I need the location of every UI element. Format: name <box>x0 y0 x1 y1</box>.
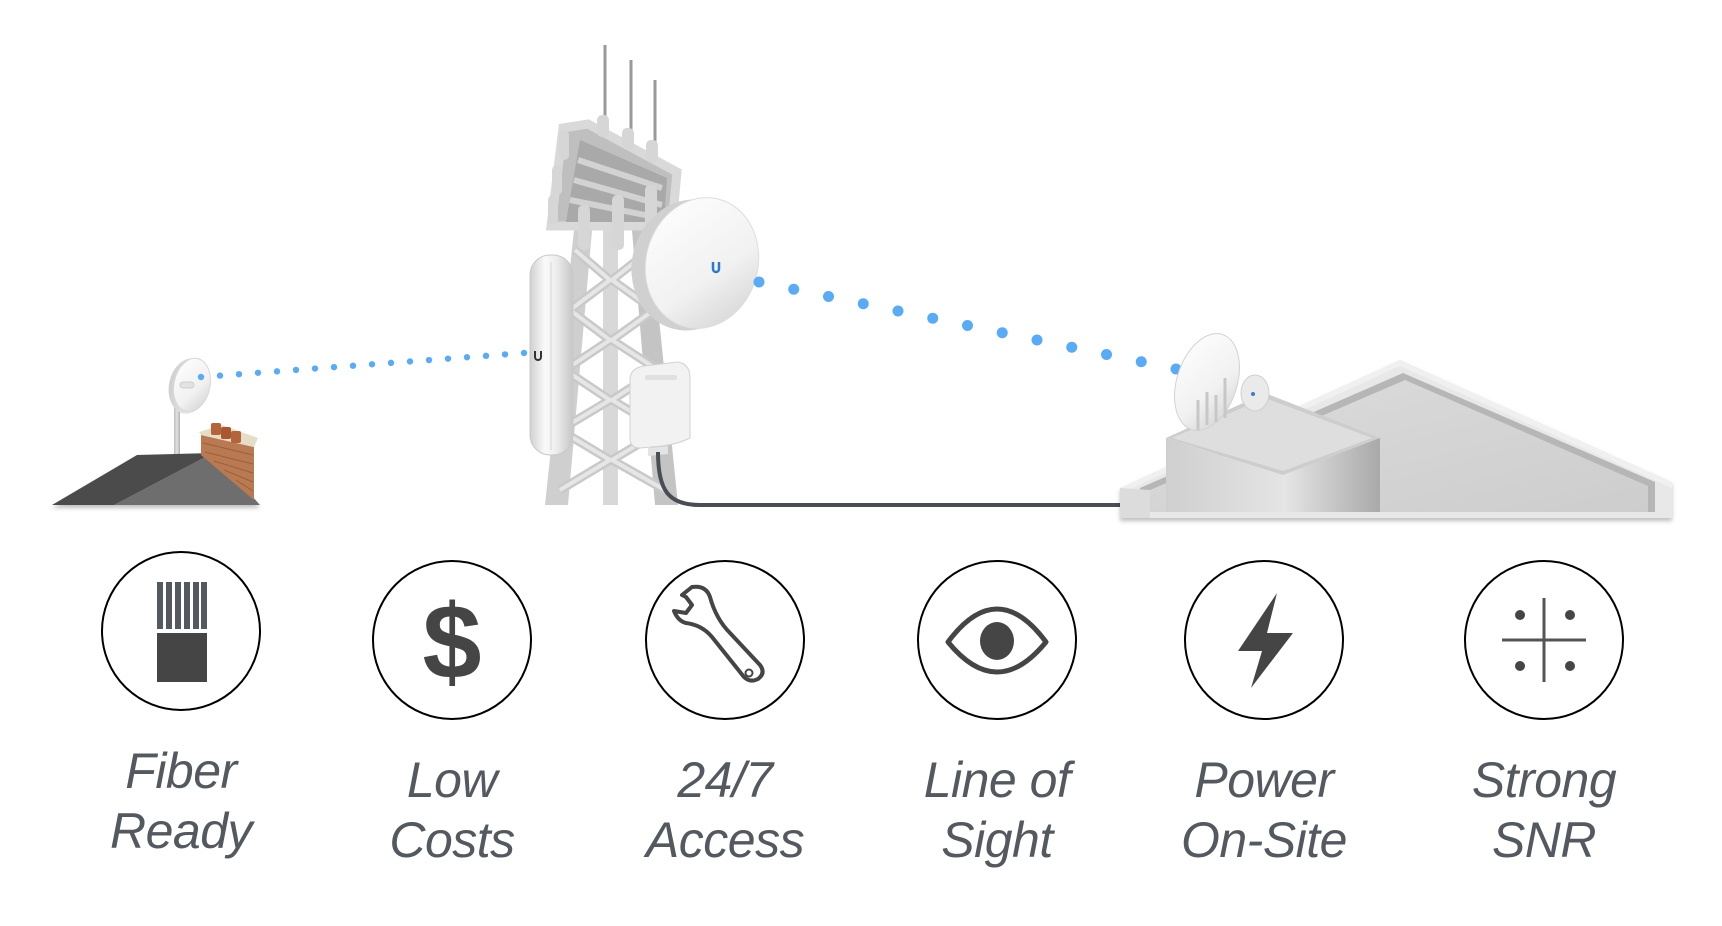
feature-label: Strong SNR <box>1424 750 1664 870</box>
link-dot <box>273 368 281 375</box>
feature-fiber-ready: Fiber Ready <box>61 551 301 861</box>
tower-platform <box>545 115 682 250</box>
outdoor-enclosure <box>629 361 691 456</box>
signal-quadrant-icon <box>1464 560 1624 720</box>
link-dot <box>444 355 452 362</box>
feature-label-line1: Strong <box>1471 752 1617 808</box>
link-dot <box>349 362 357 369</box>
link-dot <box>425 356 433 364</box>
feature-label-line2: Access <box>645 812 805 868</box>
feature-label: Low Costs <box>332 750 572 870</box>
rooftop-structure <box>1166 393 1380 512</box>
customer-dish-antenna <box>168 357 211 414</box>
link-dot <box>197 373 205 381</box>
customer-house <box>52 357 260 505</box>
feature-label: Power On-Site <box>1144 750 1384 870</box>
building-rooftop <box>1120 333 1672 518</box>
feature-label-line1: Power <box>1194 752 1334 808</box>
feature-label-line1: Line of <box>923 752 1071 808</box>
link-dot <box>235 370 243 378</box>
link-dot <box>892 305 904 317</box>
link-dot <box>788 283 800 295</box>
feature-label-line2: Ready <box>109 803 253 859</box>
fiber-icon <box>101 551 261 711</box>
feature-label-line2: On-Site <box>1180 812 1348 868</box>
antenna-mast <box>174 395 180 457</box>
feature-label-line1: 24/7 <box>677 752 773 808</box>
link-dot <box>387 359 395 367</box>
feature-label-line2: Sight <box>941 812 1053 868</box>
link-dot <box>996 327 1008 339</box>
link-dot <box>292 366 300 374</box>
feature-label-line1: Low <box>406 752 498 808</box>
chimney-pot <box>231 431 241 443</box>
ethernet-cable <box>656 451 1130 507</box>
link-dot <box>1101 349 1112 360</box>
link-dot <box>753 276 765 288</box>
feature-label: Line of Sight <box>877 750 1117 870</box>
link-dot <box>1135 356 1147 368</box>
svg-text:$: $ <box>423 583 482 701</box>
wireless-link-house-to-tower <box>197 349 528 381</box>
backhaul-dish-antenna <box>631 197 760 331</box>
building-dish-antenna <box>1174 333 1270 431</box>
link-dot <box>823 291 834 302</box>
feature-low-costs: $ Low Costs <box>332 560 572 870</box>
chimney-pot <box>221 427 231 439</box>
link-dot <box>254 369 262 376</box>
feature-line-of-sight: Line of Sight <box>877 560 1117 870</box>
link-dot <box>520 349 528 357</box>
dollar-icon: $ <box>372 560 532 720</box>
ubiquiti-logo-icon <box>711 262 721 274</box>
link-dot <box>927 312 939 324</box>
tower <box>529 45 760 505</box>
link-dot <box>1066 341 1078 353</box>
feature-strong-snr: Strong SNR <box>1424 560 1664 870</box>
link-dot <box>311 365 319 372</box>
link-dot <box>857 298 869 310</box>
feature-label-line2: Costs <box>389 812 515 868</box>
ubiquiti-logo-icon <box>534 351 542 361</box>
bolt-icon <box>1184 560 1344 720</box>
link-dot <box>501 351 509 358</box>
feature-label: Fiber Ready <box>61 741 301 861</box>
link-dot <box>962 320 973 331</box>
wireless-link-tower-to-building <box>753 276 1182 375</box>
chimney-pot <box>211 423 221 435</box>
sector-antenna <box>529 254 574 456</box>
link-dot <box>463 354 471 361</box>
link-dot <box>1031 334 1043 346</box>
whip-antennas <box>603 45 657 150</box>
link-dot <box>406 358 414 365</box>
feature-label-line2: SNR <box>1491 812 1597 868</box>
chimney <box>199 423 258 500</box>
feature-power-on-site: Power On-Site <box>1144 560 1384 870</box>
link-dot <box>368 361 376 368</box>
link-dot <box>482 352 490 360</box>
link-dot <box>216 372 224 379</box>
link-dot <box>330 363 338 371</box>
feature-24-7-access: 24/7 Access <box>605 560 845 870</box>
feature-label-line1: Fiber <box>125 743 237 799</box>
wrench-icon <box>645 560 805 720</box>
eye-icon <box>917 560 1077 720</box>
feature-label: 24/7 Access <box>605 750 845 870</box>
network-scene <box>52 45 1672 518</box>
